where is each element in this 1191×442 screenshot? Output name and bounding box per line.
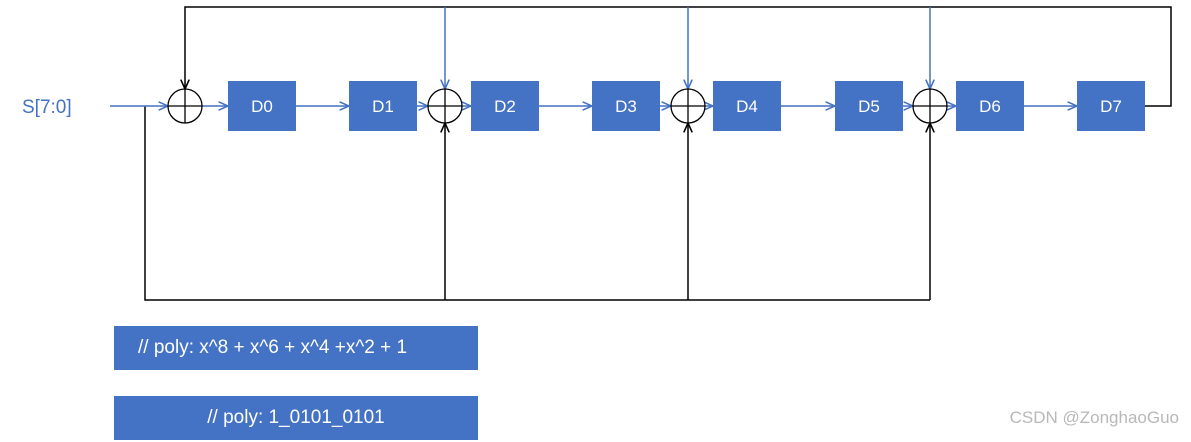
register-d1-label: D1 bbox=[372, 97, 394, 116]
bottom-feedback-bus bbox=[144, 106, 930, 301]
xor-gate-2 bbox=[670, 88, 706, 124]
register-d7: D7 bbox=[1077, 81, 1145, 131]
register-d4: D4 bbox=[713, 81, 781, 131]
register-d2-label: D2 bbox=[494, 97, 516, 116]
register-d0-label: D0 bbox=[251, 97, 273, 116]
poly-expression-text: // poly: x^8 + x^6 + x^4 +x^2 + 1 bbox=[138, 337, 408, 358]
input-label: S[7:0] bbox=[22, 97, 72, 118]
register-d6: D6 bbox=[956, 81, 1024, 131]
watermark: CSDN @ZonghaoGuo bbox=[1009, 408, 1179, 427]
top-feedback-bus bbox=[185, 6, 1172, 107]
register-d2: D2 bbox=[471, 81, 539, 131]
register-d7-label: D7 bbox=[1100, 97, 1122, 116]
poly-expression-note: // poly: x^8 + x^6 + x^4 +x^2 + 1 bbox=[114, 326, 478, 370]
register-d5-label: D5 bbox=[858, 97, 880, 116]
poly-bits-text: // poly: 1_0101_0101 bbox=[207, 407, 385, 428]
register-d5: D5 bbox=[835, 81, 903, 131]
xor-gate-3 bbox=[912, 88, 948, 124]
register-d3-label: D3 bbox=[615, 97, 637, 116]
xor-gate-0 bbox=[167, 88, 203, 124]
poly-bits-note: // poly: 1_0101_0101 bbox=[114, 396, 478, 440]
register-d0: D0 bbox=[228, 81, 296, 131]
register-d6-label: D6 bbox=[979, 97, 1001, 116]
register-d3: D3 bbox=[592, 81, 660, 131]
register-d1: D1 bbox=[349, 81, 417, 131]
xor-gate-1 bbox=[427, 88, 463, 124]
register-d4-label: D4 bbox=[736, 97, 758, 116]
